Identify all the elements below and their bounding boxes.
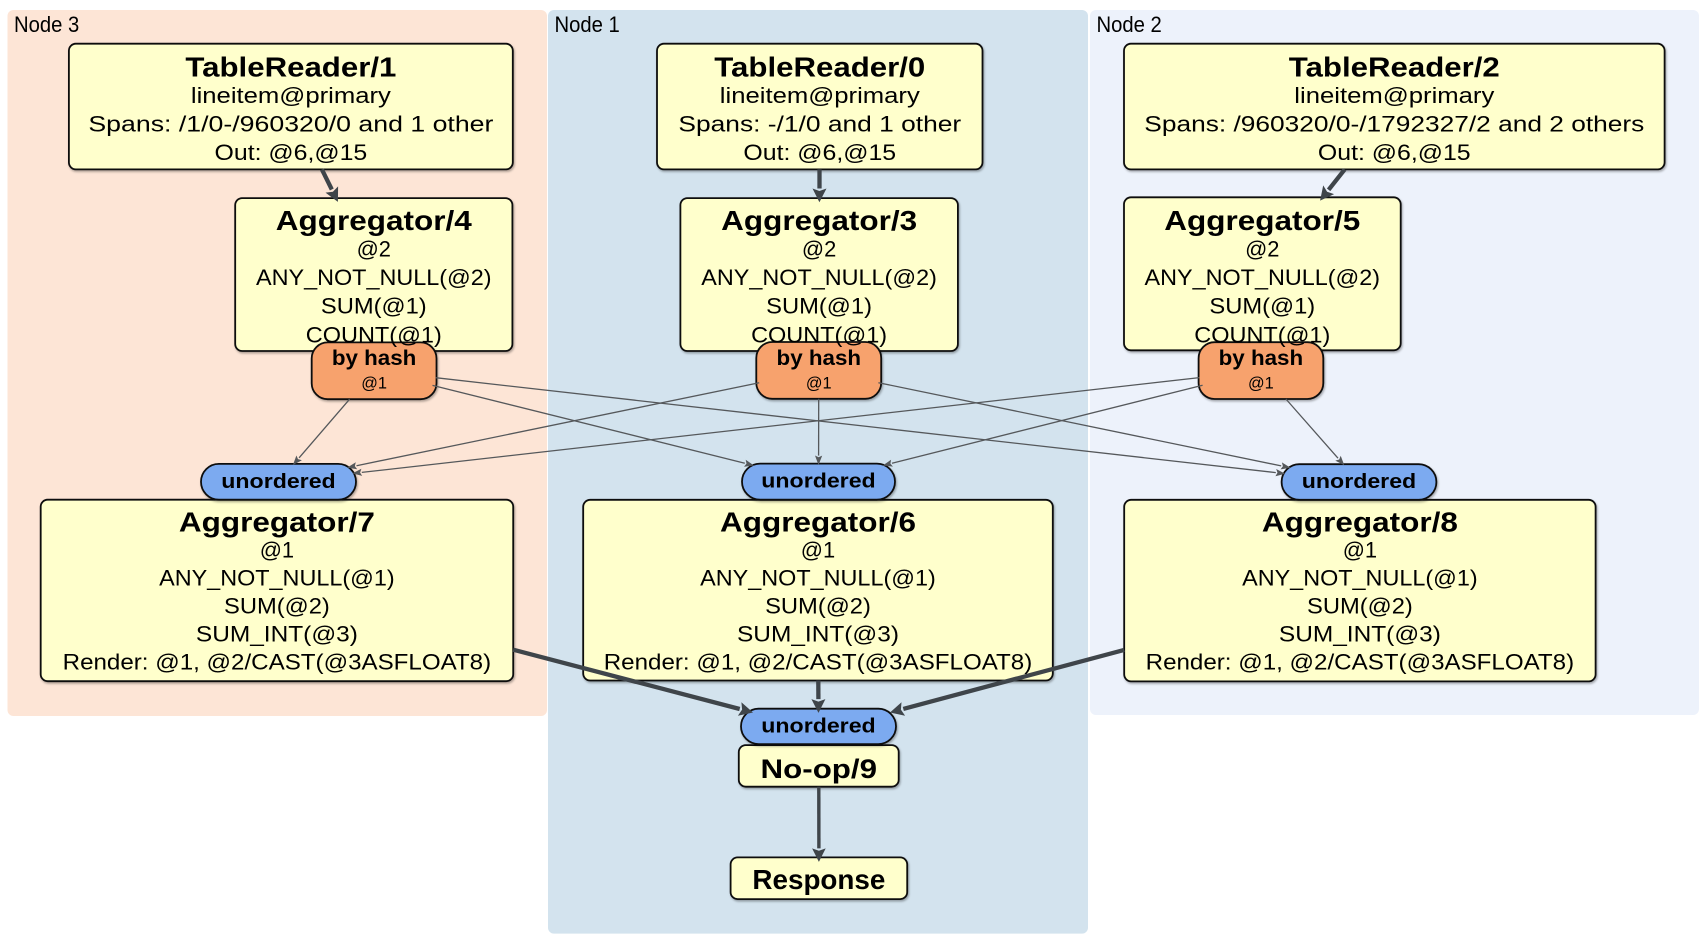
svg-text:Render: @1, @2/CAST(@3ASFLOAT8: Render: @1, @2/CAST(@3ASFLOAT8) (1146, 650, 1575, 675)
svg-text:by hash: by hash (1219, 347, 1304, 370)
svg-text:Spans: /1/0-/960320/0 and 1 ot: Spans: /1/0-/960320/0 and 1 other (88, 112, 493, 137)
svg-text:by hash: by hash (777, 347, 862, 370)
svg-text:@2: @2 (802, 237, 836, 262)
svg-text:@1: @1 (806, 374, 832, 392)
svg-text:ANY_NOT_NULL(@2): ANY_NOT_NULL(@2) (1145, 265, 1381, 290)
svg-text:ANY_NOT_NULL(@1): ANY_NOT_NULL(@1) (1242, 566, 1478, 591)
svg-text:SUM_INT(@3): SUM_INT(@3) (196, 622, 358, 647)
svg-text:No-op/9: No-op/9 (761, 754, 878, 784)
svg-text:lineitem@primary: lineitem@primary (191, 83, 391, 108)
svg-text:lineitem@primary: lineitem@primary (720, 83, 920, 108)
svg-text:SUM(@1): SUM(@1) (1209, 294, 1315, 319)
svg-text:Out: @6,@15: Out: @6,@15 (743, 140, 896, 165)
svg-text:@1: @1 (1248, 374, 1274, 392)
svg-text:COUNT(@1): COUNT(@1) (1194, 322, 1330, 347)
svg-text:TableReader/1: TableReader/1 (185, 52, 396, 83)
svg-text:ANY_NOT_NULL(@2): ANY_NOT_NULL(@2) (701, 265, 937, 290)
svg-text:Response: Response (752, 864, 885, 895)
svg-text:TableReader/2: TableReader/2 (1289, 52, 1500, 83)
svg-text:lineitem@primary: lineitem@primary (1294, 83, 1494, 108)
svg-text:Aggregator/6: Aggregator/6 (720, 507, 916, 538)
svg-text:unordered: unordered (761, 715, 875, 737)
svg-text:Render: @1, @2/CAST(@3ASFLOAT8: Render: @1, @2/CAST(@3ASFLOAT8) (63, 650, 492, 675)
svg-text:Node 1: Node 1 (555, 12, 620, 37)
svg-text:Node 2: Node 2 (1097, 12, 1162, 37)
svg-text:ANY_NOT_NULL(@1): ANY_NOT_NULL(@1) (159, 566, 395, 591)
svg-text:unordered: unordered (1302, 471, 1416, 493)
svg-text:Spans: /960320/0-/1792327/2 an: Spans: /960320/0-/1792327/2 and 2 others (1144, 112, 1644, 137)
svg-text:SUM(@1): SUM(@1) (766, 294, 872, 319)
svg-text:Node 3: Node 3 (14, 12, 79, 37)
svg-text:by hash: by hash (332, 347, 417, 370)
svg-text:Out: @6,@15: Out: @6,@15 (215, 140, 368, 165)
svg-text:Spans: -/1/0 and 1 other: Spans: -/1/0 and 1 other (678, 112, 961, 137)
svg-text:unordered: unordered (221, 471, 335, 493)
svg-text:COUNT(@1): COUNT(@1) (306, 322, 442, 347)
svg-text:unordered: unordered (761, 471, 875, 493)
svg-text:@2: @2 (357, 237, 391, 262)
svg-text:SUM_INT(@3): SUM_INT(@3) (1279, 622, 1441, 647)
svg-text:ANY_NOT_NULL(@1): ANY_NOT_NULL(@1) (700, 566, 936, 591)
svg-text:Out: @6,@15: Out: @6,@15 (1318, 140, 1471, 165)
svg-text:@1: @1 (1343, 538, 1377, 563)
svg-text:@1: @1 (361, 374, 387, 392)
svg-text:Aggregator/8: Aggregator/8 (1262, 507, 1458, 538)
svg-text:@2: @2 (1245, 237, 1279, 262)
svg-text:SUM(@1): SUM(@1) (321, 294, 427, 319)
svg-text:Aggregator/3: Aggregator/3 (721, 205, 917, 236)
svg-text:SUM(@2): SUM(@2) (1307, 594, 1413, 619)
svg-text:Aggregator/7: Aggregator/7 (179, 507, 375, 538)
svg-text:COUNT(@1): COUNT(@1) (751, 322, 887, 347)
svg-text:SUM(@2): SUM(@2) (224, 594, 330, 619)
svg-text:ANY_NOT_NULL(@2): ANY_NOT_NULL(@2) (256, 265, 492, 290)
svg-text:Aggregator/4: Aggregator/4 (276, 205, 473, 236)
svg-text:Render: @1, @2/CAST(@3ASFLOAT8: Render: @1, @2/CAST(@3ASFLOAT8) (604, 650, 1033, 675)
svg-text:TableReader/0: TableReader/0 (714, 52, 925, 83)
svg-text:SUM_INT(@3): SUM_INT(@3) (737, 622, 899, 647)
svg-text:Aggregator/5: Aggregator/5 (1164, 205, 1360, 236)
svg-text:@1: @1 (260, 538, 294, 563)
svg-text:@1: @1 (801, 538, 835, 563)
svg-text:SUM(@2): SUM(@2) (765, 594, 871, 619)
